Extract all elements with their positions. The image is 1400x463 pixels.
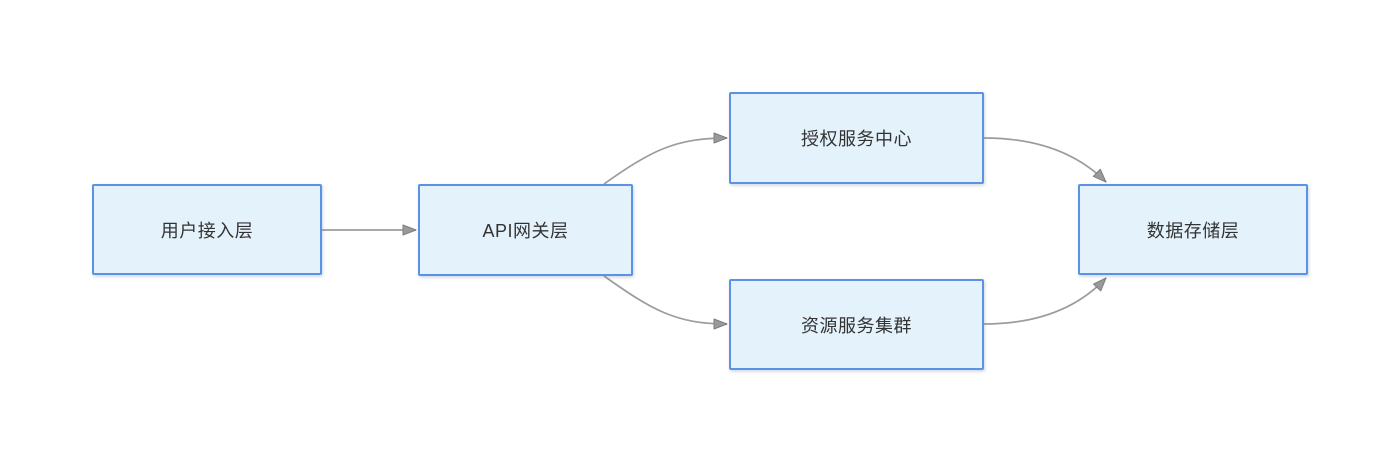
node-api-gateway-layer: API网关层 <box>418 184 633 276</box>
edge-auth-center-to-data-storage <box>983 137 1107 183</box>
node-auth-service-center: 授权服务中心 <box>729 92 984 184</box>
edge-resource-cluster-to-data-storage <box>983 277 1107 325</box>
node-label: 资源服务集群 <box>801 315 912 336</box>
node-label: 用户接入层 <box>160 220 254 241</box>
node-user-access-layer: 用户接入层 <box>92 184 322 275</box>
node-resource-service-cluster: 资源服务集群 <box>729 279 984 370</box>
node-label: 授权服务中心 <box>801 129 912 149</box>
edge-api-gateway-to-auth-center <box>603 132 728 185</box>
node-label: 数据存储层 <box>1146 220 1240 241</box>
edge-api-gateway-to-resource-cluster <box>603 275 728 330</box>
node-label: API网关层 <box>482 221 569 241</box>
node-data-storage-layer: 数据存储层 <box>1078 184 1308 275</box>
